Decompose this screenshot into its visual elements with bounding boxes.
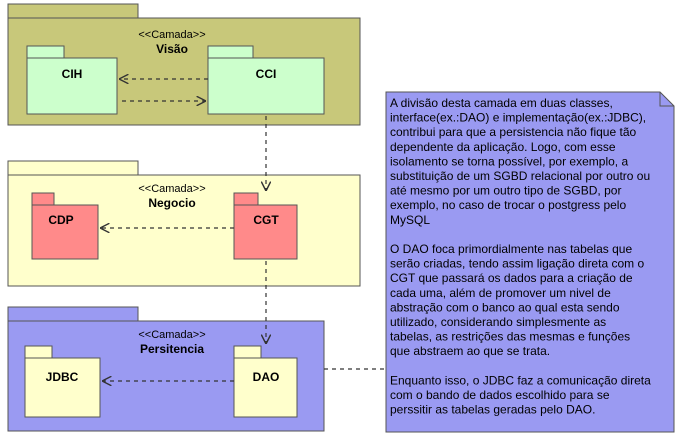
note-line: perssitir as tabelas geradas pelo DAO. [390,403,595,417]
note-line: contribui para que a persistencia não fi… [390,125,636,139]
note-line: abstração com o banco ao qual esta sendo [390,300,620,314]
note-line: substituição de um SGBD relacional por o… [390,169,650,183]
note-line: O DAO foca primordialmente nas tabelas q… [390,242,632,256]
layer-negocio-stereotype: <<Camada>> [138,183,205,195]
package-cci[interactable]: CCI [207,45,325,115]
package-cih-label: CIH [62,67,83,81]
note-line: serão criadas, tendo assim ligação diret… [390,257,644,271]
package-cdp-label: CDP [48,213,73,227]
note-line: utilizado, considerando simplesmente as [390,315,606,329]
note-line: exemplo, no caso de trocar o postgress p… [390,198,626,212]
note-line: CGT que passará os dados para a criação … [390,271,633,285]
package-cgt-label: CGT [253,213,279,227]
note-line: dependente da aplicação. Logo, com esse [390,140,616,154]
note-line: isolamento se torna possível, por exempl… [390,154,628,168]
note[interactable]: A divisão desta camada em duas classes,i… [385,91,675,433]
note-line: que abstraem ao que se trata. [390,344,550,358]
package-cdp[interactable]: CDP [31,192,99,260]
note-line: até mesmo por um outro tipo de SGBD, por [390,184,621,198]
note-line: A divisão desta camada em duas classes, [390,96,613,110]
layer-visao-stereotype: <<Camada>> [138,29,205,41]
note-line: tabelas, as restrições das mesmas e funç… [390,330,630,344]
package-cgt[interactable]: CGT [233,192,298,260]
package-cih[interactable]: CIH [26,45,118,115]
note-line: MySQL [390,213,430,227]
package-cci-label: CCI [256,67,277,81]
package-dao[interactable]: DAO [233,345,298,418]
package-jdbc[interactable]: JDBC [24,345,101,418]
note-line: com o bando de dados escolhido para se [390,388,610,402]
layer-persistencia-stereotype: <<Camada>> [138,329,205,341]
note-line: interface(ex.:DAO) e implementação(ex.:J… [390,111,646,125]
layer-negocio-name: Negocio [148,196,195,210]
note-line: Enquanto isso, o JDBC faz a comunicação … [390,373,651,387]
note-text: A divisão desta camada em duas classes,i… [390,96,651,417]
package-jdbc-label: JDBC [46,370,79,384]
layer-persistencia-name: Persitencia [140,342,204,356]
layer-visao-name: Visão [156,42,188,56]
note-line: cada uma, além de promover um nivel de [390,286,611,300]
package-dao-label: DAO [253,370,280,384]
